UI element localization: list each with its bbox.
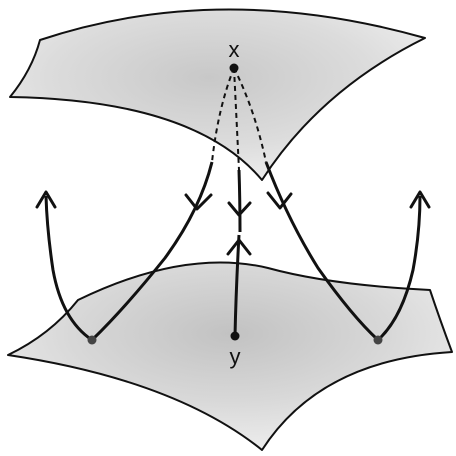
solid-curve-center xyxy=(237,169,242,233)
solid-curve-left xyxy=(90,161,214,342)
point-y xyxy=(230,331,240,341)
arrowhead-icon xyxy=(184,193,213,211)
arrowhead-icon xyxy=(226,238,252,256)
arrowhead-icon xyxy=(35,190,57,209)
top-surface xyxy=(9,8,426,181)
arrowhead-icon xyxy=(409,190,431,209)
side-curve-right xyxy=(376,195,422,342)
point-x xyxy=(229,63,239,73)
bottom-surface xyxy=(7,261,453,451)
point-bottom-right xyxy=(373,335,383,345)
arrowhead-icon xyxy=(227,201,252,217)
solid-curve-from-y xyxy=(233,234,241,337)
side-curve-left xyxy=(44,195,93,342)
point-bottom-left xyxy=(87,335,97,345)
label-x: x xyxy=(229,37,240,62)
dashed-curve-right xyxy=(233,67,267,163)
label-y: y xyxy=(230,344,241,369)
dashed-curve-left xyxy=(211,67,235,163)
solid-curve-right xyxy=(264,161,380,342)
arrowhead-icon xyxy=(266,191,293,210)
dashed-curve-center xyxy=(233,67,240,171)
